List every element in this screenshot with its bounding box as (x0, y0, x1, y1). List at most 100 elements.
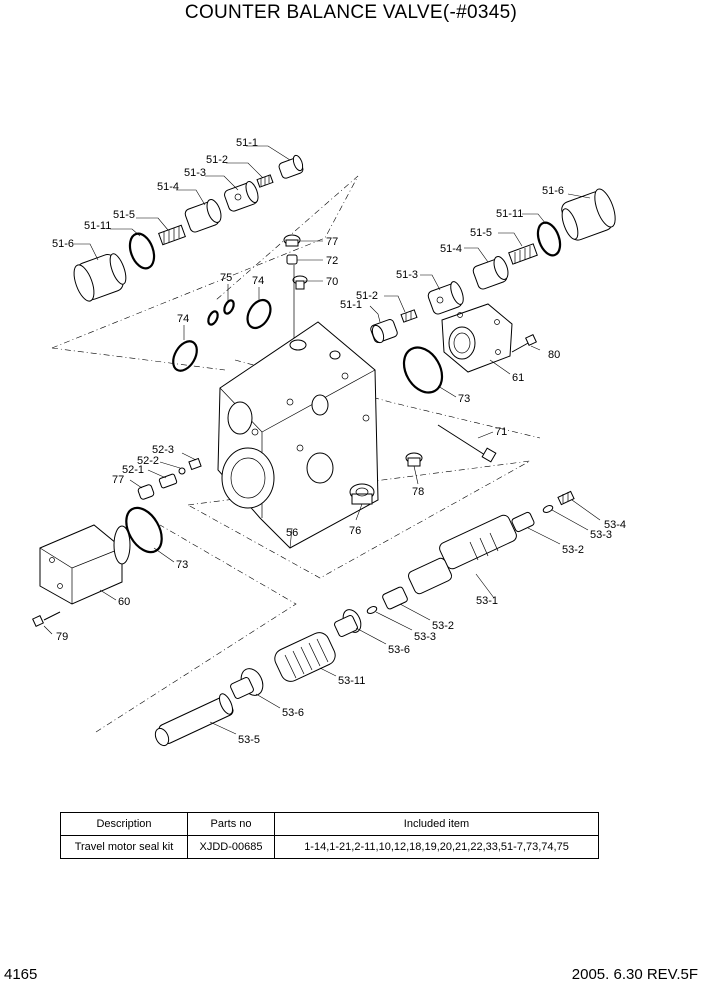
label-51-1-left: 51-1 (236, 137, 258, 149)
label-51-11-right: 51-11 (496, 208, 523, 220)
oring-73-left (125, 506, 163, 554)
part-71-bolt (437, 424, 497, 463)
label-51-6-right: 51-6 (542, 185, 564, 197)
part-labels: 51-1 51-2 51-3 51-4 51-5 51-11 51-6 51-6… (52, 137, 626, 746)
label-80: 80 (548, 349, 560, 361)
label-51-4-left: 51-4 (157, 181, 179, 193)
part-52-1 (158, 473, 178, 489)
label-51-5-left: 51-5 (113, 209, 135, 221)
label-53-2-mid: 53-2 (432, 620, 454, 632)
part-77-left (137, 484, 155, 500)
revision-date: 2005. 6.30 REV.5F (571, 966, 698, 983)
part-51-5-right (508, 243, 538, 265)
part-51-4-right (472, 256, 509, 290)
part-79-bolt (32, 611, 61, 627)
label-71: 71 (495, 426, 507, 438)
label-51-3-left: 51-3 (184, 167, 206, 179)
part-77-top (283, 234, 301, 247)
oring-75b (223, 299, 235, 315)
part-51-3-left (224, 181, 259, 212)
cell-description: Travel motor seal kit (60, 835, 188, 859)
column-header-included-item: Included item (274, 812, 599, 836)
column-header-description: Description (60, 812, 188, 836)
label-53-1: 53-1 (476, 595, 498, 607)
label-75: 75 (220, 272, 232, 284)
part-78-plug (405, 452, 423, 467)
label-51-11-left: 51-11 (84, 220, 111, 232)
part-51-3-right (427, 281, 464, 315)
part-51-4-left (184, 199, 222, 233)
oring-74b (172, 340, 198, 372)
label-79: 79 (56, 631, 68, 643)
part-53-3-mid (366, 606, 378, 614)
label-51-2-left: 51-2 (206, 154, 228, 166)
part-51-2-right (400, 309, 418, 323)
label-77-left: 77 (112, 474, 124, 486)
label-53-4: 53-4 (604, 519, 626, 531)
label-51-5-right: 51-5 (470, 227, 492, 239)
label-52-1: 52-1 (122, 464, 144, 476)
part-51-1-left (278, 154, 304, 179)
part-53-4 (557, 490, 575, 506)
part-60-cover (39, 524, 131, 605)
part-53-6-washer-lower (230, 668, 264, 699)
label-60: 60 (118, 596, 130, 608)
label-53-6-lower: 53-6 (282, 707, 304, 719)
part-53-2-mid (382, 586, 408, 610)
label-74-upper: 74 (252, 275, 264, 287)
leader-lines (43, 145, 601, 735)
label-53-6-upper: 53-6 (388, 644, 410, 656)
cell-included-item: 1-14,1-21,2-11,10,12,18,19,20,21,22,33,5… (274, 835, 599, 859)
label-51-3-right: 51-3 (396, 269, 418, 281)
oring-75a (207, 310, 219, 326)
table-row: Travel motor seal kit XJDD-00685 1-14,1-… (60, 835, 599, 859)
label-53-3-right: 53-3 (590, 529, 612, 541)
part-53-6-washer (334, 609, 362, 637)
part-53-5-plug (154, 693, 234, 747)
label-70: 70 (326, 276, 338, 288)
label-78: 78 (412, 486, 424, 498)
label-51-2-right: 51-2 (356, 290, 378, 302)
label-73-left: 73 (176, 559, 188, 571)
part-53-1-spool (407, 514, 517, 595)
label-52-2: 52-2 (137, 455, 159, 467)
part-56-valve-body (217, 321, 379, 549)
label-51-4-right: 51-4 (440, 243, 462, 255)
label-52-3: 52-3 (152, 444, 174, 456)
part-51-2-left (256, 174, 274, 188)
part-80-bolt (511, 334, 537, 353)
oring-51-11-left (128, 232, 156, 270)
part-52-2 (178, 467, 186, 475)
cell-parts-no: XJDD-00685 (187, 835, 275, 859)
label-72: 72 (326, 255, 338, 267)
label-56: 56 (286, 527, 298, 539)
page-number: 4165 (4, 966, 38, 983)
part-70 (292, 275, 308, 290)
part-61-cover (441, 303, 513, 373)
label-53-3-mid: 53-3 (414, 631, 436, 643)
label-74-lower: 74 (177, 313, 189, 325)
exploded-parts-diagram: 51-1 51-2 51-3 51-4 51-5 51-11 51-6 51-6… (32, 137, 626, 747)
column-header-parts-no: Parts no (187, 812, 275, 836)
label-76: 76 (349, 525, 361, 537)
label-61: 61 (512, 372, 524, 384)
label-51-1-right: 51-1 (340, 299, 362, 311)
label-77-top: 77 (326, 236, 338, 248)
label-73-right: 73 (458, 393, 470, 405)
oring-51-11-right (536, 221, 562, 257)
label-53-11: 53-11 (338, 675, 365, 687)
part-72 (286, 254, 298, 265)
part-51-6-left (73, 253, 127, 302)
oring-74a (246, 298, 272, 330)
seal-kit-table: Description Parts no Included item Trave… (60, 812, 599, 859)
label-51-6-left: 51-6 (52, 238, 74, 250)
page-title: COUNTER BALANCE VALVE(-#0345) (184, 2, 518, 23)
oring-73-right (402, 346, 444, 394)
part-53-2-small (511, 511, 535, 533)
part-53-11-spring (274, 632, 336, 682)
table-header-row: Description Parts no Included item (60, 812, 599, 836)
part-51-1-right (370, 319, 398, 344)
label-53-5: 53-5 (238, 734, 260, 746)
part-52-3 (188, 457, 202, 471)
part-76-plug (349, 483, 375, 505)
